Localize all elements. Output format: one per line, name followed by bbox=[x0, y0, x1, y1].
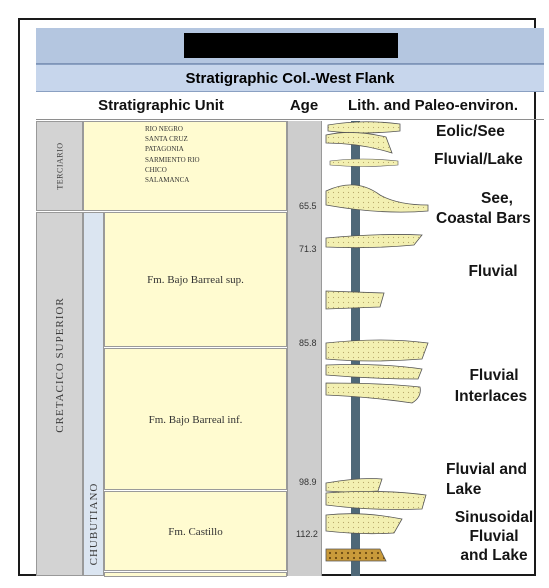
eolic-sand-body bbox=[327, 121, 401, 134]
interlace-body-1 bbox=[325, 339, 429, 362]
interlace-body-2 bbox=[325, 364, 423, 380]
formation-bajo-barreal-sup: Fm. Bajo Barreal sup. bbox=[104, 212, 287, 347]
env-sinusoidal: Sinusoidal bbox=[454, 509, 534, 526]
formation-bajo-barreal-inf: Fm. Bajo Barreal inf. bbox=[104, 348, 287, 490]
unit-salamanca: SALAMANCA bbox=[145, 176, 190, 185]
unit-santa-cruz: SANTA CRUZ bbox=[145, 135, 188, 144]
env-and-lake: and Lake bbox=[460, 547, 528, 564]
interlace-body-3 bbox=[325, 382, 421, 404]
conglomerate-body bbox=[325, 548, 387, 562]
env-fluvial-and: Fluvial and bbox=[446, 461, 527, 478]
env-fluvial-lake: Fluvial/Lake bbox=[434, 151, 523, 168]
env-eolic-see: Eolic/See bbox=[436, 123, 505, 140]
fluvial-lake-body-2 bbox=[325, 491, 427, 510]
env-fluvial-3: Fluvial bbox=[469, 528, 519, 545]
env-coastal-bars: Coastal Bars bbox=[436, 210, 531, 227]
period-terciario: TERCIARIO bbox=[36, 121, 83, 211]
eolic-crossbed bbox=[325, 132, 393, 154]
period-terciario-label: TERCIARIO bbox=[55, 142, 64, 190]
column-title: Stratigraphic Col.-West Flank bbox=[36, 64, 544, 92]
formation-lower-strip bbox=[104, 572, 287, 577]
env-fluvial-2: Fluvial bbox=[469, 367, 519, 384]
env-fluvial: Fluvial bbox=[468, 263, 518, 280]
sinusoidal-body bbox=[325, 513, 403, 535]
header-lithology: Lith. and Paleo-environ. bbox=[347, 97, 519, 114]
period-cretacico-label: CRETACICO SUPERIOR bbox=[53, 297, 66, 433]
age-112-2: 112.2 bbox=[296, 529, 318, 539]
age-85-8: 85.8 bbox=[299, 338, 317, 348]
header-age: Age bbox=[289, 97, 319, 114]
group-chubutiano-label: CHUBUTIANO bbox=[87, 482, 100, 566]
fluvial-body-1 bbox=[325, 234, 423, 249]
formation-castillo: Fm. Castillo bbox=[104, 491, 287, 571]
fluvial-body-2 bbox=[325, 290, 385, 310]
group-chubutiano: CHUBUTIANO bbox=[83, 212, 104, 576]
age-65-5: 65.5 bbox=[299, 201, 317, 211]
redacted-title bbox=[184, 33, 398, 58]
unit-sarmiento-rio: SARMIENTO RIO bbox=[145, 155, 200, 164]
age-column bbox=[287, 121, 322, 576]
terciario-unit-list: RIO NEGRO SANTA CRUZ PATAGONIA SARMIENTO… bbox=[145, 124, 200, 185]
terciario-units: RIO NEGRO SANTA CRUZ PATAGONIA SARMIENTO… bbox=[83, 121, 287, 211]
header-stratigraphic-unit: Stratigraphic Unit bbox=[98, 97, 224, 114]
env-see: See, bbox=[481, 190, 513, 207]
unit-chico: CHICO bbox=[145, 165, 167, 174]
unit-patagonia: PATAGONIA bbox=[145, 145, 184, 154]
age-98-9: 98.9 bbox=[299, 477, 317, 487]
unit-rio-negro: RIO NEGRO bbox=[145, 125, 183, 133]
period-cretacico-superior: CRETACICO SUPERIOR bbox=[36, 212, 83, 576]
env-lake: Lake bbox=[446, 481, 482, 498]
lithology-bodies bbox=[325, 121, 429, 562]
lake-body bbox=[329, 158, 399, 167]
header-divider bbox=[36, 119, 544, 120]
env-interlaces: Interlaces bbox=[454, 388, 528, 405]
coastal-bar bbox=[325, 184, 429, 213]
fluvial-lake-body-1 bbox=[325, 478, 383, 493]
age-71-3: 71.3 bbox=[299, 244, 317, 254]
